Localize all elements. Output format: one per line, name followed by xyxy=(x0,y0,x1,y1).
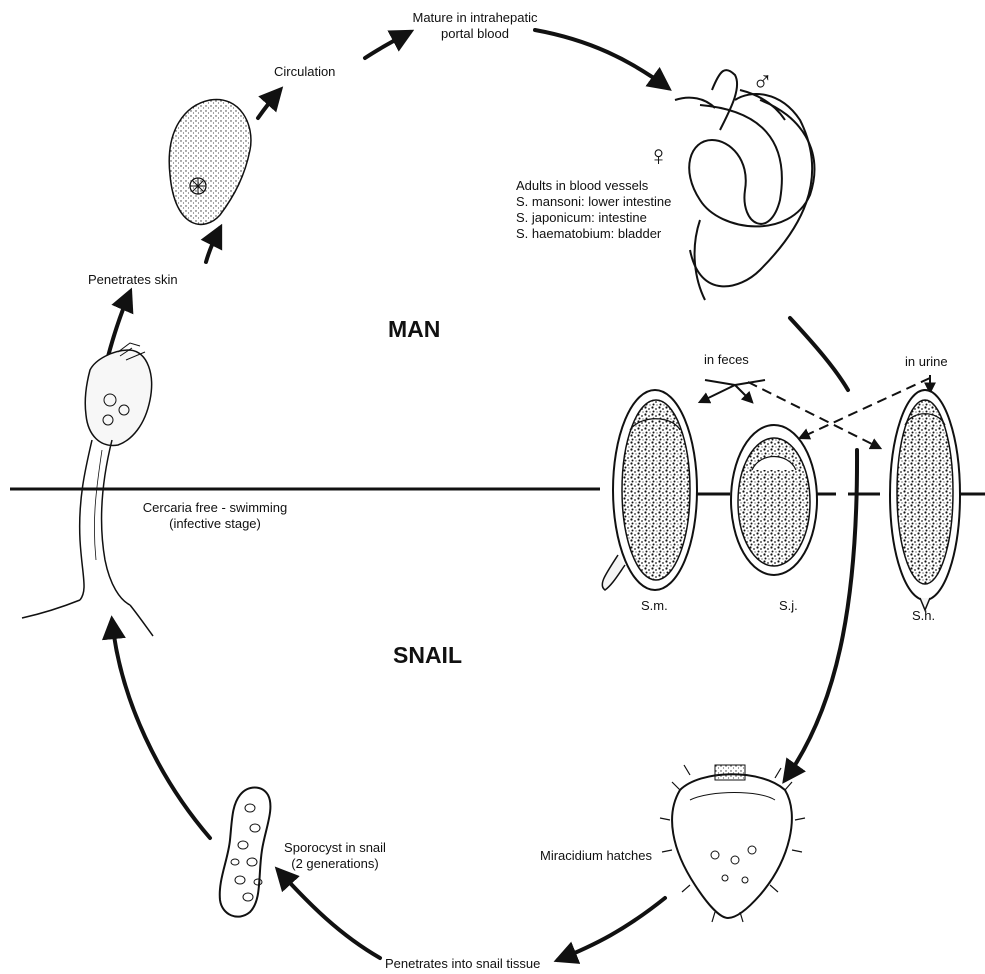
zone-label-man: MAN xyxy=(388,316,440,343)
male-symbol: ♂ xyxy=(752,68,773,96)
label-mature-in-portal-blood: Mature in intrahepatic portal blood xyxy=(385,10,565,42)
arrow-schistosomula-to-circulation xyxy=(258,90,280,118)
divider-line xyxy=(10,489,985,494)
label-egg-sm: S.m. xyxy=(641,598,668,614)
egg-s-japonicum-illustration xyxy=(731,425,817,575)
label-penetrates-skin: Penetrates skin xyxy=(88,272,178,288)
arrow-skin-to-schistosomula xyxy=(206,228,220,262)
zone-label-snail: SNAIL xyxy=(393,642,462,669)
label-sporocyst-in-snail: Sporocyst in snail (2 generations) xyxy=(270,840,400,872)
in-feces-branch-left xyxy=(700,385,735,402)
miracidium-illustration xyxy=(660,765,805,922)
egg-s-mansoni-illustration xyxy=(602,390,697,590)
arrow-miracidium-to-snail xyxy=(558,898,665,960)
in-feces-branch-right xyxy=(735,385,752,402)
label-cercaria-free-swimming: Cercaria free - swimming (infective stag… xyxy=(130,500,300,532)
label-egg-sh: S.h. xyxy=(912,608,935,624)
label-circulation: Circulation xyxy=(274,64,335,80)
female-symbol: ♀ xyxy=(648,142,669,170)
label-in-urine: in urine xyxy=(905,354,948,370)
sporocyst-illustration xyxy=(220,788,271,917)
in-feces-stem-left xyxy=(705,380,735,385)
label-adults-in-blood-vessels: Adults in blood vessels S. mansoni: lowe… xyxy=(516,178,671,242)
line-adults-to-eggs xyxy=(790,318,848,390)
label-miracidium-hatches: Miracidium hatches xyxy=(540,848,652,864)
egg-s-haematobium-illustration xyxy=(890,390,960,610)
arrow-sporocyst-to-cercaria xyxy=(112,620,210,838)
adult-worms-illustration xyxy=(675,70,814,300)
label-egg-sj: S.j. xyxy=(779,598,798,614)
label-in-feces: in feces xyxy=(704,352,749,368)
label-penetrates-into-snail-tissue: Penetrates into snail tissue xyxy=(385,956,540,972)
arrow-snail-to-sporocyst xyxy=(278,870,380,958)
schistosomulum-illustration xyxy=(169,99,251,224)
